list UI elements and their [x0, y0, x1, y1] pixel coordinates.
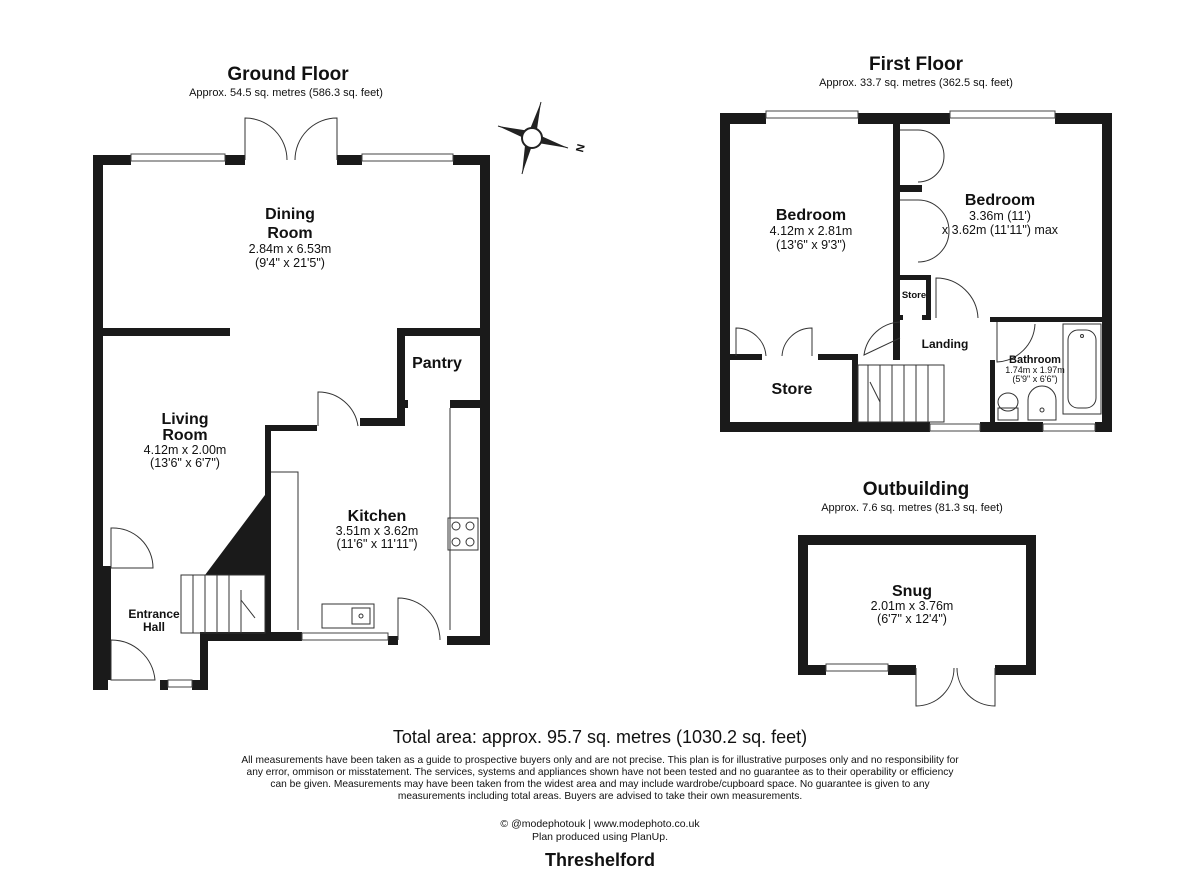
bathroom-metric: 1.74m x 1.97m	[1005, 365, 1065, 375]
entrance-hall-label-1: Entrance	[128, 607, 180, 621]
ground-floor-doors	[110, 117, 441, 681]
first-floor-title: First Floor	[869, 54, 964, 75]
bedroom1-window	[765, 110, 859, 119]
large-store-label: Store	[772, 381, 813, 398]
bedroom2-label: Bedroom	[965, 192, 1035, 209]
credit: © @modephotouk | www.modephoto.co.uk Pla…	[0, 818, 1200, 844]
bedroom1-metric: 4.12m x 2.81m	[770, 224, 853, 238]
landing-label: Landing	[922, 337, 969, 351]
disclaimer-line-2: any error, ommison or misstatement. The …	[246, 767, 954, 778]
total-area: Total area: approx. 95.7 sq. metres (103…	[392, 727, 808, 747]
credit-line-1: © @modephotouk | www.modephoto.co.uk	[500, 818, 700, 830]
disclaimer: All measurements have been taken as a gu…	[0, 755, 1200, 803]
bedroom1-label: Bedroom	[776, 207, 846, 224]
ground-floor-stairs	[180, 574, 266, 634]
dining-room-label-2: Room	[267, 225, 312, 242]
dining-window-right	[361, 153, 454, 162]
kitchen-window	[301, 632, 389, 641]
living-room-imperial: (13'6" x 6'7")	[150, 456, 220, 470]
ground-floor-area: Approx. 54.5 sq. metres (586.3 sq. feet)	[189, 87, 383, 99]
small-store-label: Store	[902, 290, 926, 301]
bathroom-window	[1042, 423, 1096, 432]
disclaimer-line-4: measurements including total areas. Buye…	[397, 791, 803, 802]
snug-imperial: (6'7" x 12'4")	[877, 612, 947, 626]
first-floor-walls	[720, 113, 1112, 432]
compass-rose-icon: N	[497, 101, 588, 175]
dining-window-left	[130, 153, 226, 162]
living-room-metric: 4.12m x 2.00m	[144, 443, 227, 457]
kitchen-metric: 3.51m x 3.62m	[336, 524, 419, 538]
outbuilding-doors	[915, 667, 996, 707]
entrance-hall-label-2: Hall	[143, 620, 165, 634]
kitchen-fittings	[271, 408, 479, 630]
first-floor-doors	[735, 129, 1036, 363]
bedroom2-imperial: x 3.62m (11'11") max	[942, 223, 1059, 237]
location-name: Threshelford	[544, 850, 655, 870]
ground-floor-walls	[93, 155, 490, 690]
credit-line-2: Plan produced using PlanUp.	[531, 831, 668, 843]
first-floor-plan: First Floor Approx. 33.7 sq. metres (362…	[720, 54, 1112, 432]
bedroom2-metric: 3.36m (11')	[969, 209, 1031, 223]
snug-label: Snug	[892, 583, 932, 600]
bathroom-imperial: (5'9" x 6'6")	[1012, 374, 1057, 384]
first-floor-area: Approx. 33.7 sq. metres (362.5 sq. feet)	[819, 77, 1013, 89]
kitchen-label: Kitchen	[348, 508, 407, 525]
outbuilding-walls	[798, 535, 1036, 675]
living-room-label-1: Living	[161, 411, 208, 428]
first-floor-stairs	[857, 364, 945, 423]
ground-floor-title: Ground Floor	[227, 64, 349, 85]
disclaimer-line-3: can be given. Measurements may have been…	[270, 779, 930, 790]
outbuilding-title: Outbuilding	[863, 479, 970, 500]
compass-north-label: N	[574, 143, 588, 154]
bathroom-label: Bathroom	[1009, 354, 1061, 366]
bedroom1-imperial: (13'6" x 9'3")	[776, 238, 846, 252]
ground-floor-plan: Ground Floor Approx. 54.5 sq. metres (58…	[93, 64, 490, 690]
landing-window	[929, 423, 981, 432]
dining-room-label-1: Dining	[265, 206, 315, 223]
entrance-window	[167, 679, 193, 688]
snug-window	[825, 663, 889, 672]
disclaimer-line-1: All measurements have been taken as a gu…	[241, 755, 959, 766]
dining-room-imperial: (9'4" x 21'5")	[255, 256, 325, 270]
outbuilding-area: Approx. 7.6 sq. metres (81.3 sq. feet)	[821, 502, 1003, 514]
bathroom-fittings	[997, 323, 1102, 421]
living-room-label-2: Room	[162, 427, 207, 444]
kitchen-imperial: (11'6" x 11'11")	[336, 537, 417, 551]
bedroom2-window	[949, 110, 1056, 119]
dining-room-metric: 2.84m x 6.53m	[249, 242, 332, 256]
outbuilding-plan: Outbuilding Approx. 7.6 sq. metres (81.3…	[798, 479, 1036, 707]
snug-metric: 2.01m x 3.76m	[871, 599, 954, 613]
pantry-label: Pantry	[412, 355, 462, 372]
